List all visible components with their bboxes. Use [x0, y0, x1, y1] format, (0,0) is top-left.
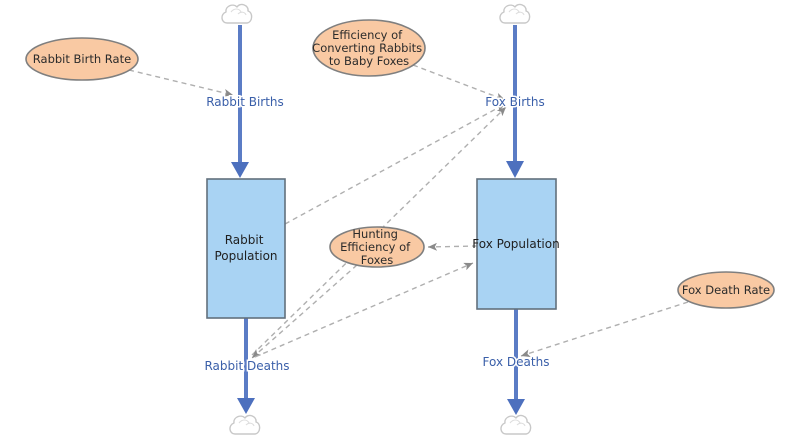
link-fox-population-to-hunting-efficiency[interactable]	[427, 242, 478, 251]
efficiency-converter-label: Efficiency of Converting Rabbits to Baby…	[312, 28, 426, 68]
fox-deaths-flow-label[interactable]: Fox Deaths	[481, 354, 551, 371]
fox-population-label: Fox Population	[472, 237, 559, 251]
link-rabbit-population-to-fox-births[interactable]	[284, 103, 506, 225]
causal-links	[128, 64, 689, 359]
fox-births-flow-arrowhead	[506, 161, 524, 178]
fox-births-flow-label[interactable]: Fox Births	[484, 94, 546, 111]
fox-source-cloud-icon[interactable]	[499, 3, 531, 24]
fox-death-rate-converter[interactable]	[677, 271, 775, 309]
rabbit-population-label: Rabbit Population	[214, 233, 277, 263]
rabbit-births-flow-label[interactable]: Rabbit Births	[205, 94, 286, 111]
fox-deaths-flow-arrowhead	[507, 399, 525, 415]
hunting-efficiency-converter[interactable]	[329, 226, 425, 268]
fox-sink-cloud-icon[interactable]	[500, 414, 532, 435]
link-rabbit-birth-rate-to-rabbit-births[interactable]	[128, 69, 234, 97]
rabbit-births-flow-arrowhead	[231, 162, 249, 178]
link-fox-death-rate-to-fox-deaths[interactable]	[520, 301, 689, 358]
flows	[231, 25, 525, 415]
fox-death-rate-label: Fox Death Rate	[682, 283, 770, 297]
fox-population-stock[interactable]	[476, 178, 557, 310]
rabbit-deaths-flow-label[interactable]: Rabbit Deaths	[203, 358, 291, 375]
rabbit-birth-rate-label: Rabbit Birth Rate	[33, 52, 131, 66]
efficiency-converter[interactable]	[312, 19, 426, 77]
link-rabbit-deaths-to-fox-population[interactable]	[254, 262, 474, 358]
hunting-efficiency-label: Hunting Efficiency of Foxes	[340, 227, 414, 267]
rabbit-deaths-flow-arrowhead	[237, 398, 255, 414]
rabbit-sink-cloud-icon[interactable]	[229, 414, 261, 435]
rabbit-population-stock[interactable]	[206, 178, 286, 319]
link-efficiency-to-fox-births[interactable]	[412, 64, 506, 101]
rabbit-birth-rate-converter[interactable]	[25, 37, 139, 81]
rabbit-source-cloud-icon[interactable]	[221, 3, 253, 24]
